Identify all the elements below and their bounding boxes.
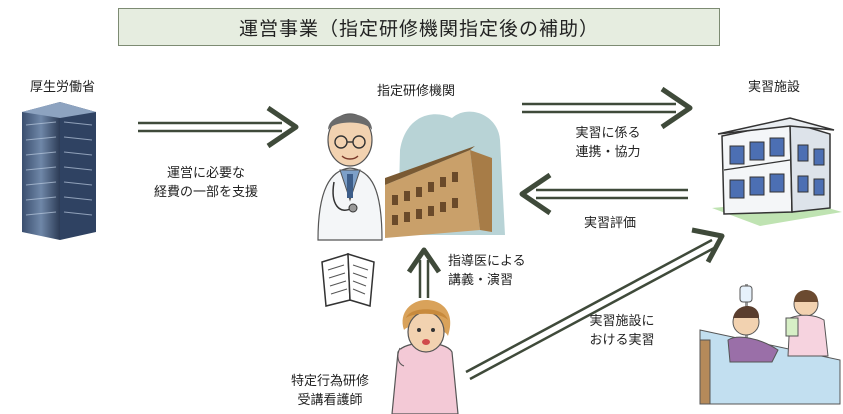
arrow-nurse-to-institution — [406, 247, 442, 298]
arrow-nurse-to-facility — [465, 227, 725, 381]
arrow-ministry-to-institution — [138, 105, 299, 149]
facility-label: 実習施設 — [748, 80, 801, 95]
flow-cooperation-label: 実習に係る 連携・協力 — [558, 124, 658, 162]
institution-label: 指定研修機関 — [377, 84, 456, 99]
flow-practicum-line-2: おける実習 — [589, 333, 655, 348]
institution-building-icon — [385, 111, 505, 238]
diagram-title: 運営事業（指定研修機関指定後の補助） — [118, 8, 720, 46]
flow-lecture-label: 指導医による 講義・演習 — [448, 252, 526, 290]
book-icon — [321, 252, 375, 307]
arrow-institution-to-facility — [522, 86, 693, 130]
nurse-label-line-2: 受講看護師 — [297, 393, 363, 408]
flow-ministry-label: 運営に必要な 経費の一部を支援 — [138, 164, 274, 202]
arrow-facility-to-institution — [519, 172, 688, 216]
flow-ministry-line-1: 運営に必要な — [166, 166, 245, 181]
flow-lecture-line-2: 講義・演習 — [448, 273, 514, 288]
office-building-icon — [22, 102, 96, 240]
doctor-icon — [317, 113, 383, 241]
flow-practicum-label: 実習施設に おける実習 — [572, 312, 672, 350]
flow-practicum-line-1: 実習施設に — [589, 314, 655, 329]
hospital-facility-icon — [712, 117, 842, 226]
flow-evaluation-label: 実習評価 — [583, 216, 636, 231]
flow-cooperation-line-1: 実習に係る — [575, 126, 641, 141]
flow-ministry-line-2: 経費の一部を支援 — [153, 185, 258, 200]
flow-lecture-line-1: 指導医による — [448, 254, 526, 269]
patient-care-icon — [699, 284, 841, 405]
nurse-label: 特定行為研修 受講看護師 — [280, 372, 380, 410]
nurse-student-icon — [391, 300, 459, 414]
ministry-label: 厚生労働省 — [30, 80, 96, 95]
flow-cooperation-line-2: 連携・協力 — [575, 145, 641, 160]
nurse-label-line-1: 特定行為研修 — [290, 374, 369, 389]
